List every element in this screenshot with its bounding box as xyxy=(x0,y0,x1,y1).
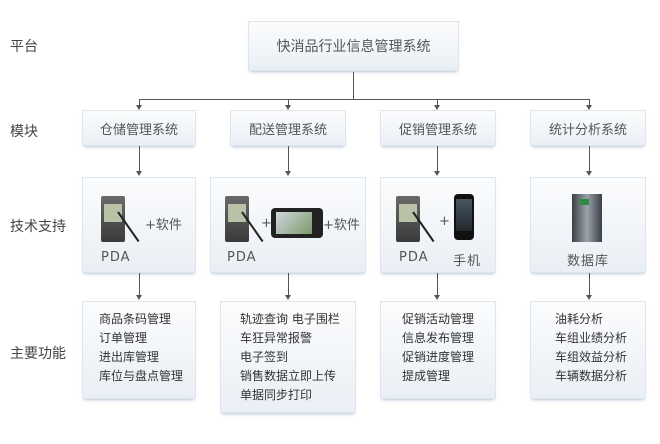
row-label-platform: 平台 xyxy=(10,39,38,55)
pda-device-icon xyxy=(225,196,264,243)
row-label-functions: 主要功能 xyxy=(10,346,66,362)
functions-box: 油耗分析 车组业绩分析 车组效益分析 车辆数据分析 xyxy=(530,301,646,399)
function-item: 商品条码管理 xyxy=(99,312,172,326)
tech-box: +软件 PDA xyxy=(82,177,196,273)
smartphone-icon xyxy=(454,194,474,240)
tech-box: + PDA 手机 xyxy=(380,177,496,273)
module-box: 统计分析系统 xyxy=(530,110,646,146)
arrow-down-icon xyxy=(586,295,592,300)
function-item: 电子签到 xyxy=(240,350,289,364)
tech-suffix: +软件 xyxy=(145,218,182,233)
connector xyxy=(139,99,590,100)
row-label-modules: 模块 xyxy=(10,124,38,140)
connector xyxy=(437,146,438,172)
connector xyxy=(589,146,590,172)
connector xyxy=(288,273,289,295)
connector xyxy=(139,273,140,295)
arrow-down-icon xyxy=(434,105,440,110)
connector xyxy=(288,100,289,106)
function-item: 提成管理 xyxy=(402,369,451,383)
function-item: 促销进度管理 xyxy=(402,350,475,364)
arrow-down-icon xyxy=(586,171,592,176)
function-item: 进出库管理 xyxy=(99,350,160,364)
pda-device-icon xyxy=(101,196,140,243)
gps-navigator-icon xyxy=(271,208,323,238)
arrow-down-icon xyxy=(285,105,291,110)
functions-box: 轨迹查询 电子围栏 车狂异常报警 电子签到 销售数据立即上传 单据同步打印 xyxy=(220,301,356,413)
function-item: 轨迹查询 电子围栏 xyxy=(240,312,340,326)
function-item: 车组业绩分析 xyxy=(555,331,628,345)
tech-caption: PDA xyxy=(101,250,131,265)
tech-box: 数据库 xyxy=(530,177,646,273)
arrow-down-icon xyxy=(285,295,291,300)
function-item: 订单管理 xyxy=(99,331,148,345)
function-item: 销售数据立即上传 xyxy=(240,369,337,383)
function-item: 信息发布管理 xyxy=(402,331,475,345)
arrow-down-icon xyxy=(586,105,592,110)
functions-box: 商品条码管理 订单管理 进出库管理 库位与盘点管理 xyxy=(82,301,196,399)
tech-plus: + xyxy=(439,214,450,229)
function-item: 促销活动管理 xyxy=(402,312,475,326)
tech-caption: 手机 xyxy=(453,254,482,269)
row-label-tech: 技术支持 xyxy=(10,219,66,235)
arrow-down-icon xyxy=(136,105,142,110)
tech-box: + +软件 PDA xyxy=(210,177,366,273)
arrow-down-icon xyxy=(136,295,142,300)
function-item: 单据同步打印 xyxy=(240,388,313,402)
tech-plus: + xyxy=(261,216,272,231)
connector xyxy=(589,100,590,106)
function-item: 库位与盘点管理 xyxy=(99,369,184,383)
database-server-icon xyxy=(572,194,602,242)
arrow-down-icon xyxy=(434,295,440,300)
connector xyxy=(437,273,438,295)
module-box: 配送管理系统 xyxy=(230,110,346,146)
connector xyxy=(139,100,140,106)
functions-box: 促销活动管理 信息发布管理 促销进度管理 提成管理 xyxy=(380,301,496,399)
connector xyxy=(353,72,354,100)
connector xyxy=(139,146,140,172)
arrow-down-icon xyxy=(136,171,142,176)
tech-caption: PDA xyxy=(227,250,257,265)
arrow-down-icon xyxy=(285,171,291,176)
function-item: 车辆数据分析 xyxy=(555,369,628,383)
function-item: 油耗分析 xyxy=(555,312,604,326)
module-box: 促销管理系统 xyxy=(380,110,496,146)
function-item: 车狂异常报警 xyxy=(240,331,313,345)
pda-device-icon xyxy=(396,196,435,243)
platform-box: 快消品行业信息管理系统 xyxy=(248,21,459,71)
tech-caption: PDA xyxy=(399,250,429,265)
arrow-down-icon xyxy=(434,171,440,176)
connector xyxy=(589,273,590,295)
tech-suffix: +软件 xyxy=(323,218,360,233)
function-item: 车组效益分析 xyxy=(555,350,628,364)
connector xyxy=(288,146,289,172)
connector xyxy=(437,100,438,106)
tech-caption: 数据库 xyxy=(567,254,610,269)
module-box: 仓储管理系统 xyxy=(82,110,196,146)
